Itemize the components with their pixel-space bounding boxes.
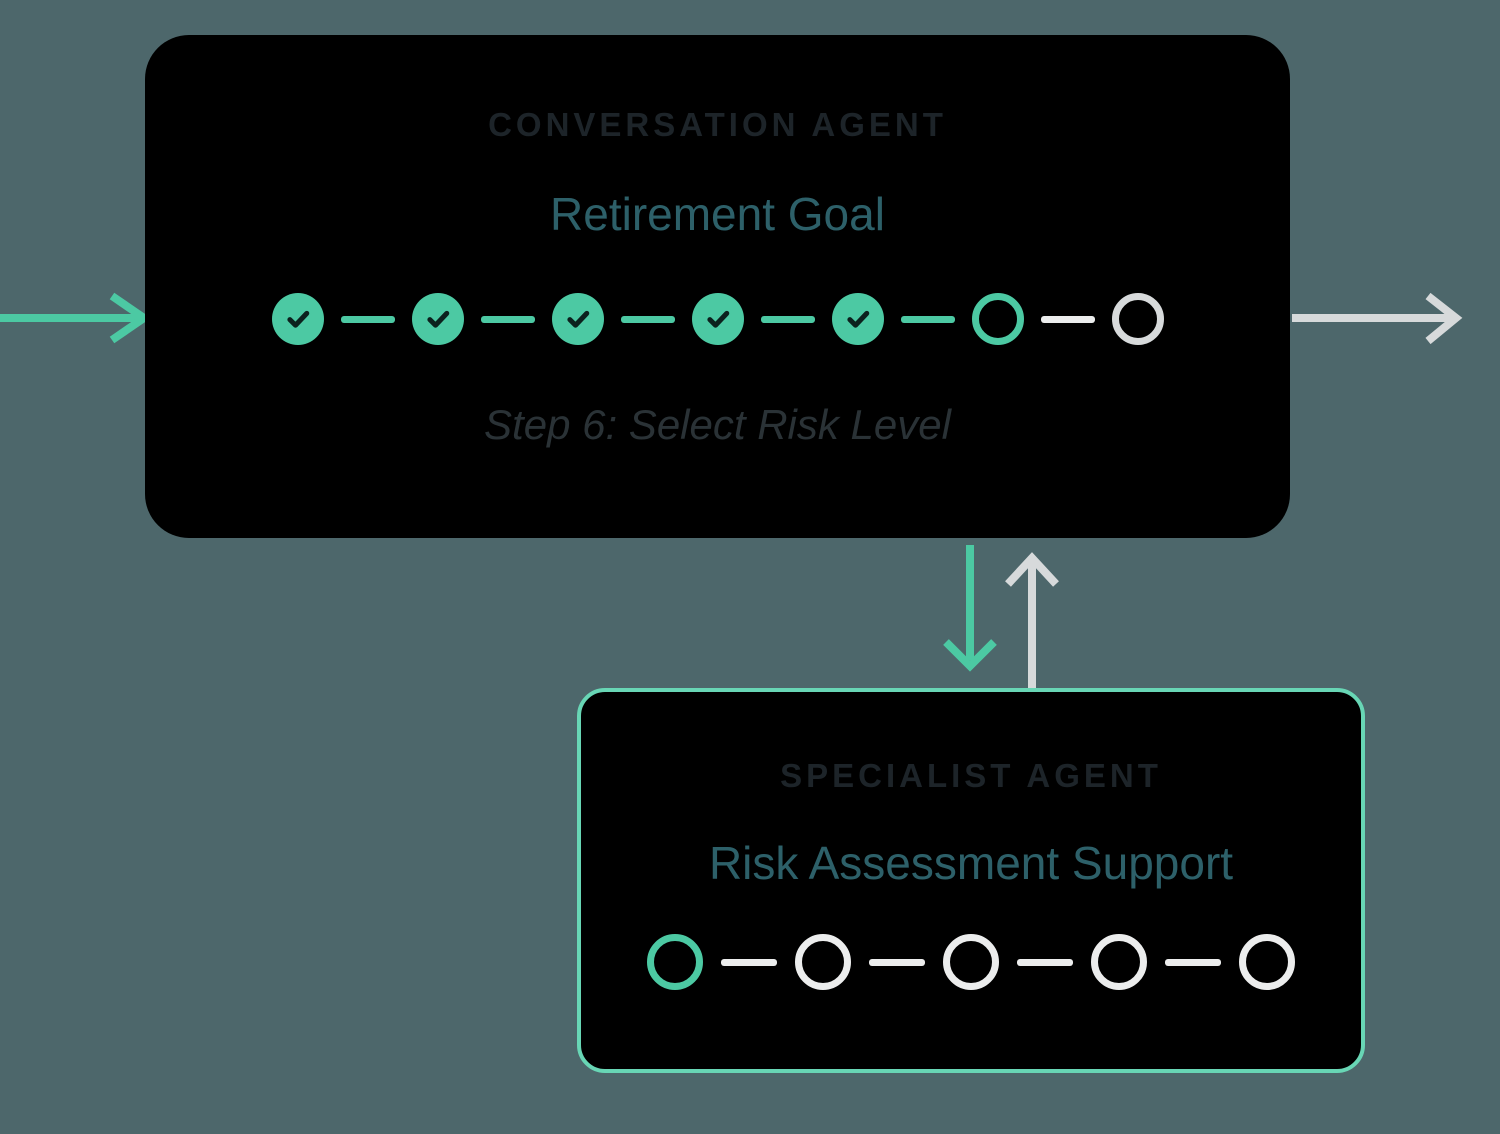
conversation-agent-box: CONVERSATION AGENT Retirement Goal Step … — [145, 35, 1290, 538]
step-connector — [1165, 958, 1221, 966]
step-connector — [760, 315, 815, 323]
step-connector — [1017, 958, 1073, 966]
step-connector — [480, 315, 535, 323]
check-icon — [706, 310, 729, 328]
conversation-progress-stepper — [271, 293, 1164, 345]
step-circle-current — [971, 293, 1024, 345]
step-circle-upcoming — [1239, 934, 1295, 990]
step-circle-current — [647, 934, 703, 990]
step-connector — [620, 315, 675, 323]
step-circle-upcoming — [943, 934, 999, 990]
step-connector — [869, 958, 925, 966]
check-icon — [426, 310, 449, 328]
step-circle-complete — [831, 293, 884, 345]
specialist-progress-stepper — [647, 934, 1295, 990]
conversation-agent-title: CONVERSATION AGENT — [488, 106, 947, 143]
specialist-agent-subtitle: Risk Assessment Support — [708, 837, 1234, 889]
step-circle-upcoming — [795, 934, 851, 990]
flow-in-arrow — [0, 292, 152, 344]
handoff-down-arrow — [943, 545, 997, 672]
check-icon — [286, 310, 309, 328]
step-circle-upcoming — [1111, 293, 1164, 345]
specialist-agent-box: SPECIALIST AGENT Risk Assessment Support — [577, 688, 1365, 1073]
step-circle-complete — [411, 293, 464, 345]
check-icon — [566, 310, 589, 328]
step-connector — [900, 315, 955, 323]
step-circle-complete — [271, 293, 324, 345]
step-circle-upcoming — [1091, 934, 1147, 990]
step-connector — [721, 958, 777, 966]
step-circle-complete — [691, 293, 744, 345]
check-icon — [846, 310, 869, 328]
flow-out-arrow — [1292, 292, 1463, 345]
conversation-step-status: Step 6: Select Risk Level — [484, 401, 951, 448]
step-connector — [1040, 315, 1095, 323]
step-circle-complete — [551, 293, 604, 345]
conversation-agent-subtitle: Retirement Goal — [550, 188, 885, 240]
step-connector — [340, 315, 395, 323]
return-up-arrow — [1005, 552, 1059, 690]
specialist-agent-title: SPECIALIST AGENT — [780, 757, 1162, 794]
